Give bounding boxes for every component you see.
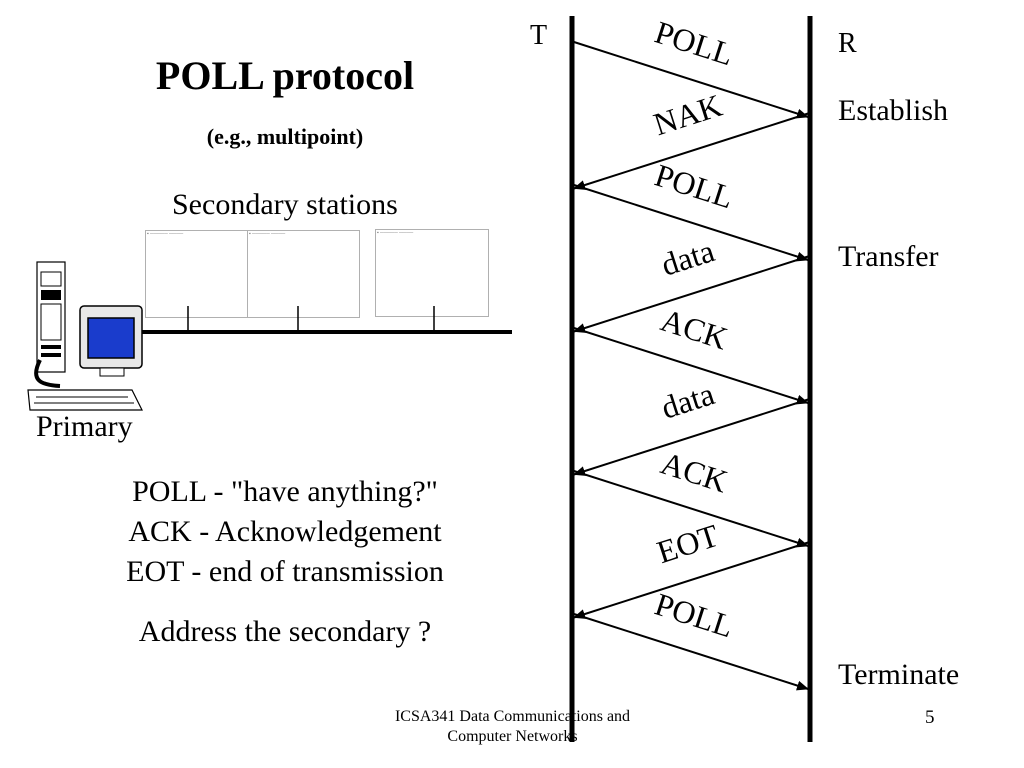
primary-label: Primary [36,410,133,443]
message-arrow-1 [573,41,809,119]
legend-ack: ACK - Acknowledgement [128,515,442,548]
message-label-2: NAK [649,87,726,142]
desktop-computer-icon [27,261,143,411]
message-arrow-7 [573,470,809,548]
message-label-7: ACK [657,445,732,500]
legend: POLL - "have anything?" ACK - Acknowledg… [60,472,510,592]
secondary-stations-label: Secondary stations [172,188,398,221]
legend-eot: EOT - end of transmission [126,555,444,588]
question-text: Address the secondary ? [138,615,432,648]
secondary-station-3-icon: ▪ ───── ──── [375,229,489,317]
message-label-5: ACK [657,302,732,357]
message-arrow-5 [573,327,809,405]
message-arrow-2 [573,112,809,190]
slide-title: POLL protocol [155,53,415,98]
message-arrow-4 [573,255,809,333]
network-bus [27,261,512,411]
legend-poll: POLL - "have anything?" [132,475,438,508]
message-label-6: data [657,375,719,426]
message-arrow-3 [573,184,809,262]
message-arrow-6 [573,398,809,476]
message-label-9: POLL [651,586,738,645]
message-arrow-8 [573,541,809,619]
message-label-3: POLL [651,157,738,216]
phase-establish: Establish [838,94,948,127]
phase-transfer: Transfer [838,240,939,273]
message-label-1: POLL [651,14,738,73]
message-label-4: data [657,232,719,283]
phase-terminate: Terminate [838,658,960,691]
page-number: 5 [925,707,935,728]
slide-subtitle: (e.g., multipoint) [206,124,364,149]
sender-label: T [530,20,548,51]
slide-footer: ICSA341 Data Communications and Computer… [394,708,631,745]
secondary-station-2-icon: ▪ ───── ──── [247,230,360,318]
message-label-8: EOT [653,517,724,570]
message-arrow-9 [573,613,809,691]
receiver-label: R [838,28,857,59]
